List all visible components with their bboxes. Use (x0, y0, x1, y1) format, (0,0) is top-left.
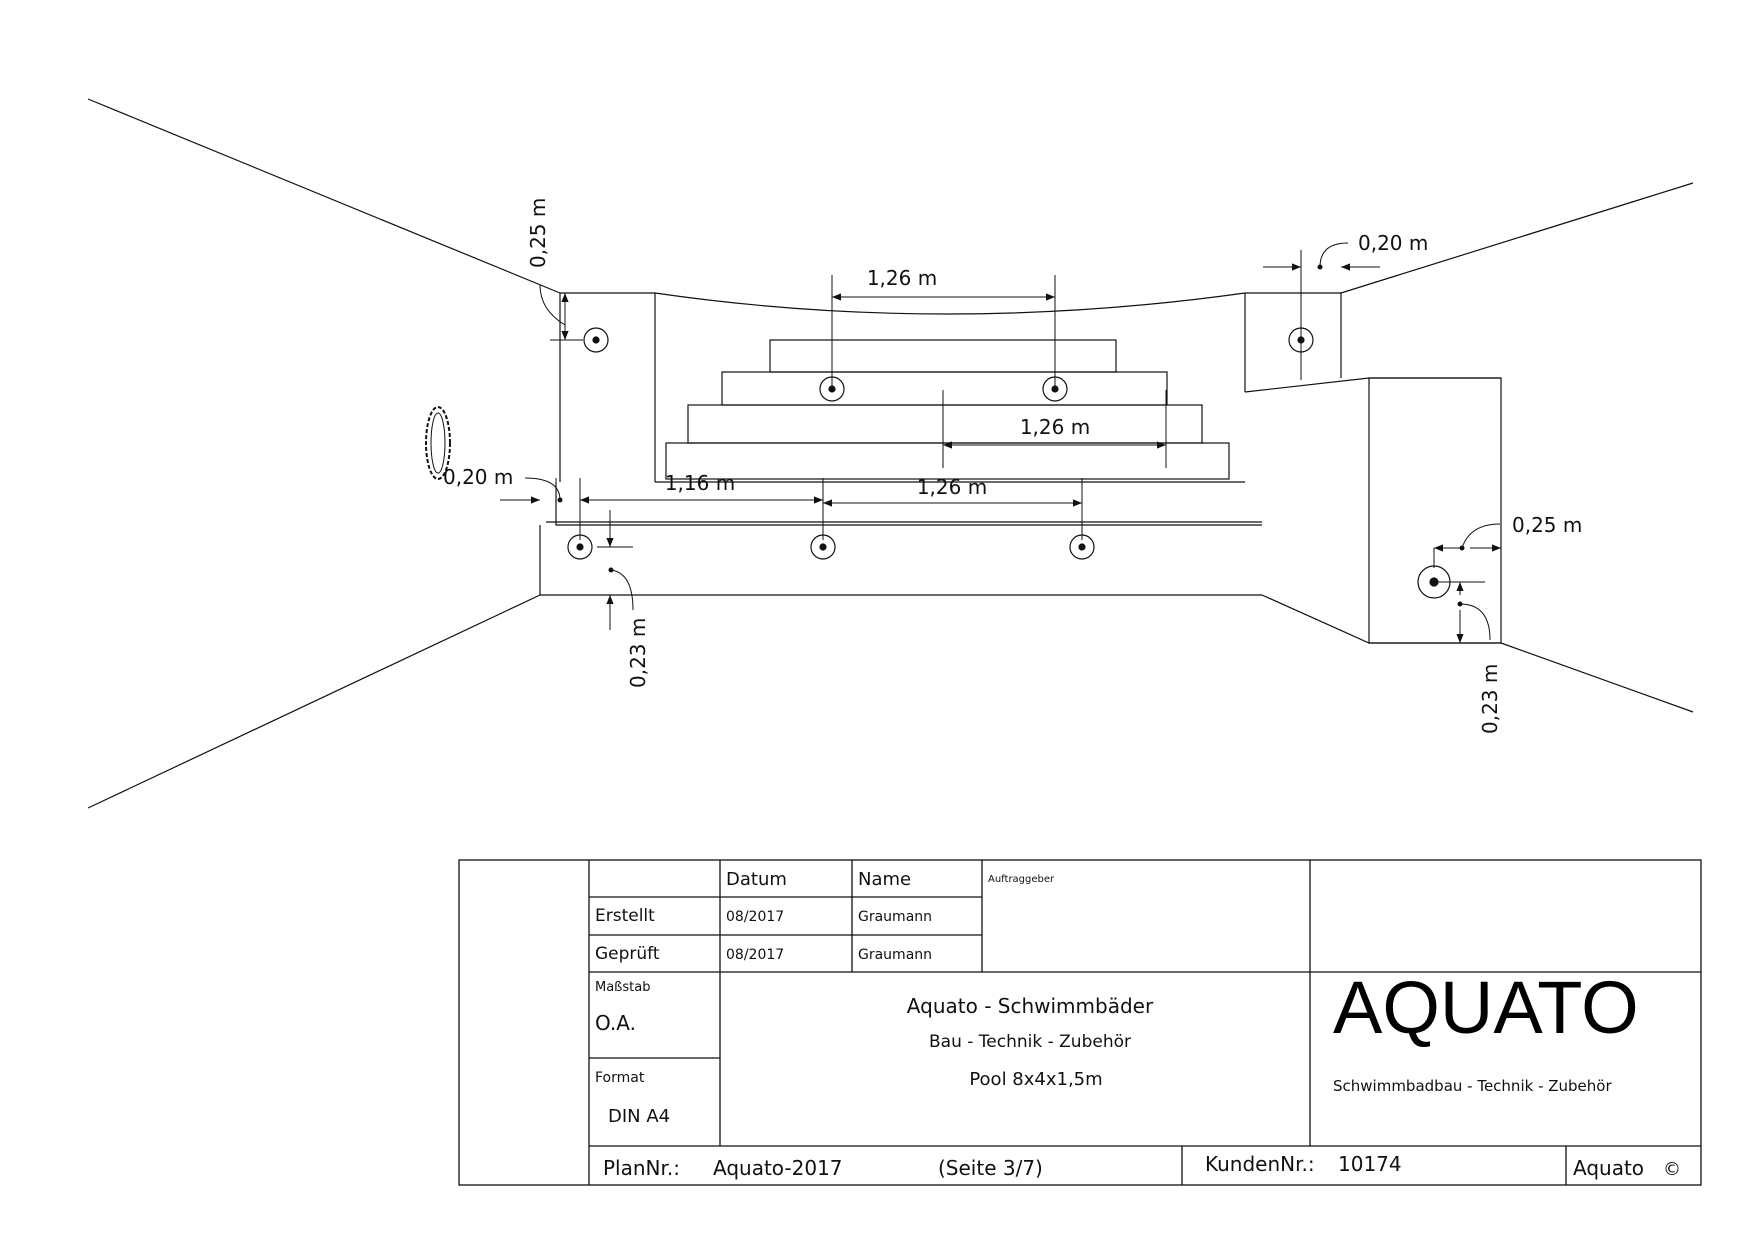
nozzle-icon (583, 327, 609, 353)
plan-value: Aquato-2017 (713, 1156, 843, 1180)
page-info: (Seite 3/7) (938, 1156, 1043, 1180)
pool-stairs (655, 339, 1245, 483)
col-name-label: Name (858, 869, 911, 890)
company-subtitle: Bau - Technik - Zubehör (929, 1032, 1131, 1052)
dim-left-horizontal: 0,20 m (443, 465, 513, 489)
pool-back-wall (560, 292, 1501, 482)
dim-top-left-vertical: 0,25 m (526, 198, 550, 268)
auftraggeber-label: Auftraggeber (988, 874, 1055, 885)
dimension-lines (500, 242, 1501, 643)
company-title: Aquato - Schwimmbäder (907, 994, 1154, 1018)
aquato-logo: AQUATO (1333, 966, 1639, 1049)
kunden-value: 10174 (1338, 1152, 1402, 1176)
dim-top-width: 1,26 m (867, 266, 937, 290)
skimmer-icon (425, 406, 451, 480)
logo-tagline: Schwimmbadbau - Technik - Zubehör (1333, 1077, 1612, 1095)
plan-label: PlanNr.: (603, 1156, 680, 1180)
dim-top-right-horizontal: 0,20 m (1358, 231, 1428, 255)
title-block (458, 859, 1702, 1186)
massstab-value: O.A. (595, 1011, 636, 1035)
col-datum-label: Datum (726, 869, 787, 890)
massstab-label: Maßstab (595, 980, 650, 995)
row-erstellt-name: Graumann (858, 909, 932, 925)
row-geprueft-name: Graumann (858, 947, 932, 963)
copyright-text: Aquato (1573, 1156, 1644, 1180)
project-title: Pool 8x4x1,5m (969, 1069, 1102, 1090)
dim-right-vertical: 0,23 m (1478, 664, 1502, 734)
row-geprueft-label: Geprüft (595, 944, 660, 964)
dim-bottom-mid-width: 1,26 m (917, 475, 987, 499)
row-erstellt-datum: 08/2017 (726, 909, 784, 925)
bottom-bench (539, 525, 1501, 644)
copyright-icon: © (1663, 1159, 1681, 1180)
kunden-label: KundenNr.: (1205, 1152, 1315, 1176)
dimension-labels: 0,25 m 1,26 m 0,20 m 1,26 m 0,20 m 1,16 … (443, 198, 1582, 734)
left-pillar (546, 293, 1262, 526)
nozzle-icon (567, 534, 593, 560)
dim-mid-width: 1,26 m (1020, 415, 1090, 439)
dim-bottom-left-vertical: 0,23 m (626, 618, 650, 688)
dim-right-horizontal: 0,25 m (1512, 513, 1582, 537)
format-value: DIN A4 (608, 1106, 670, 1127)
row-geprueft-datum: 08/2017 (726, 947, 784, 963)
title-block-text: Datum Name Auftraggeber Erstellt 08/2017… (595, 869, 1681, 1180)
dim-bottom-left-width: 1,16 m (665, 471, 735, 495)
pool-wall-lines (87, 98, 1694, 809)
nozzle-icons (567, 327, 1451, 599)
format-label: Format (595, 1070, 645, 1086)
right-block (1368, 377, 1502, 644)
row-erstellt-label: Erstellt (595, 906, 655, 926)
